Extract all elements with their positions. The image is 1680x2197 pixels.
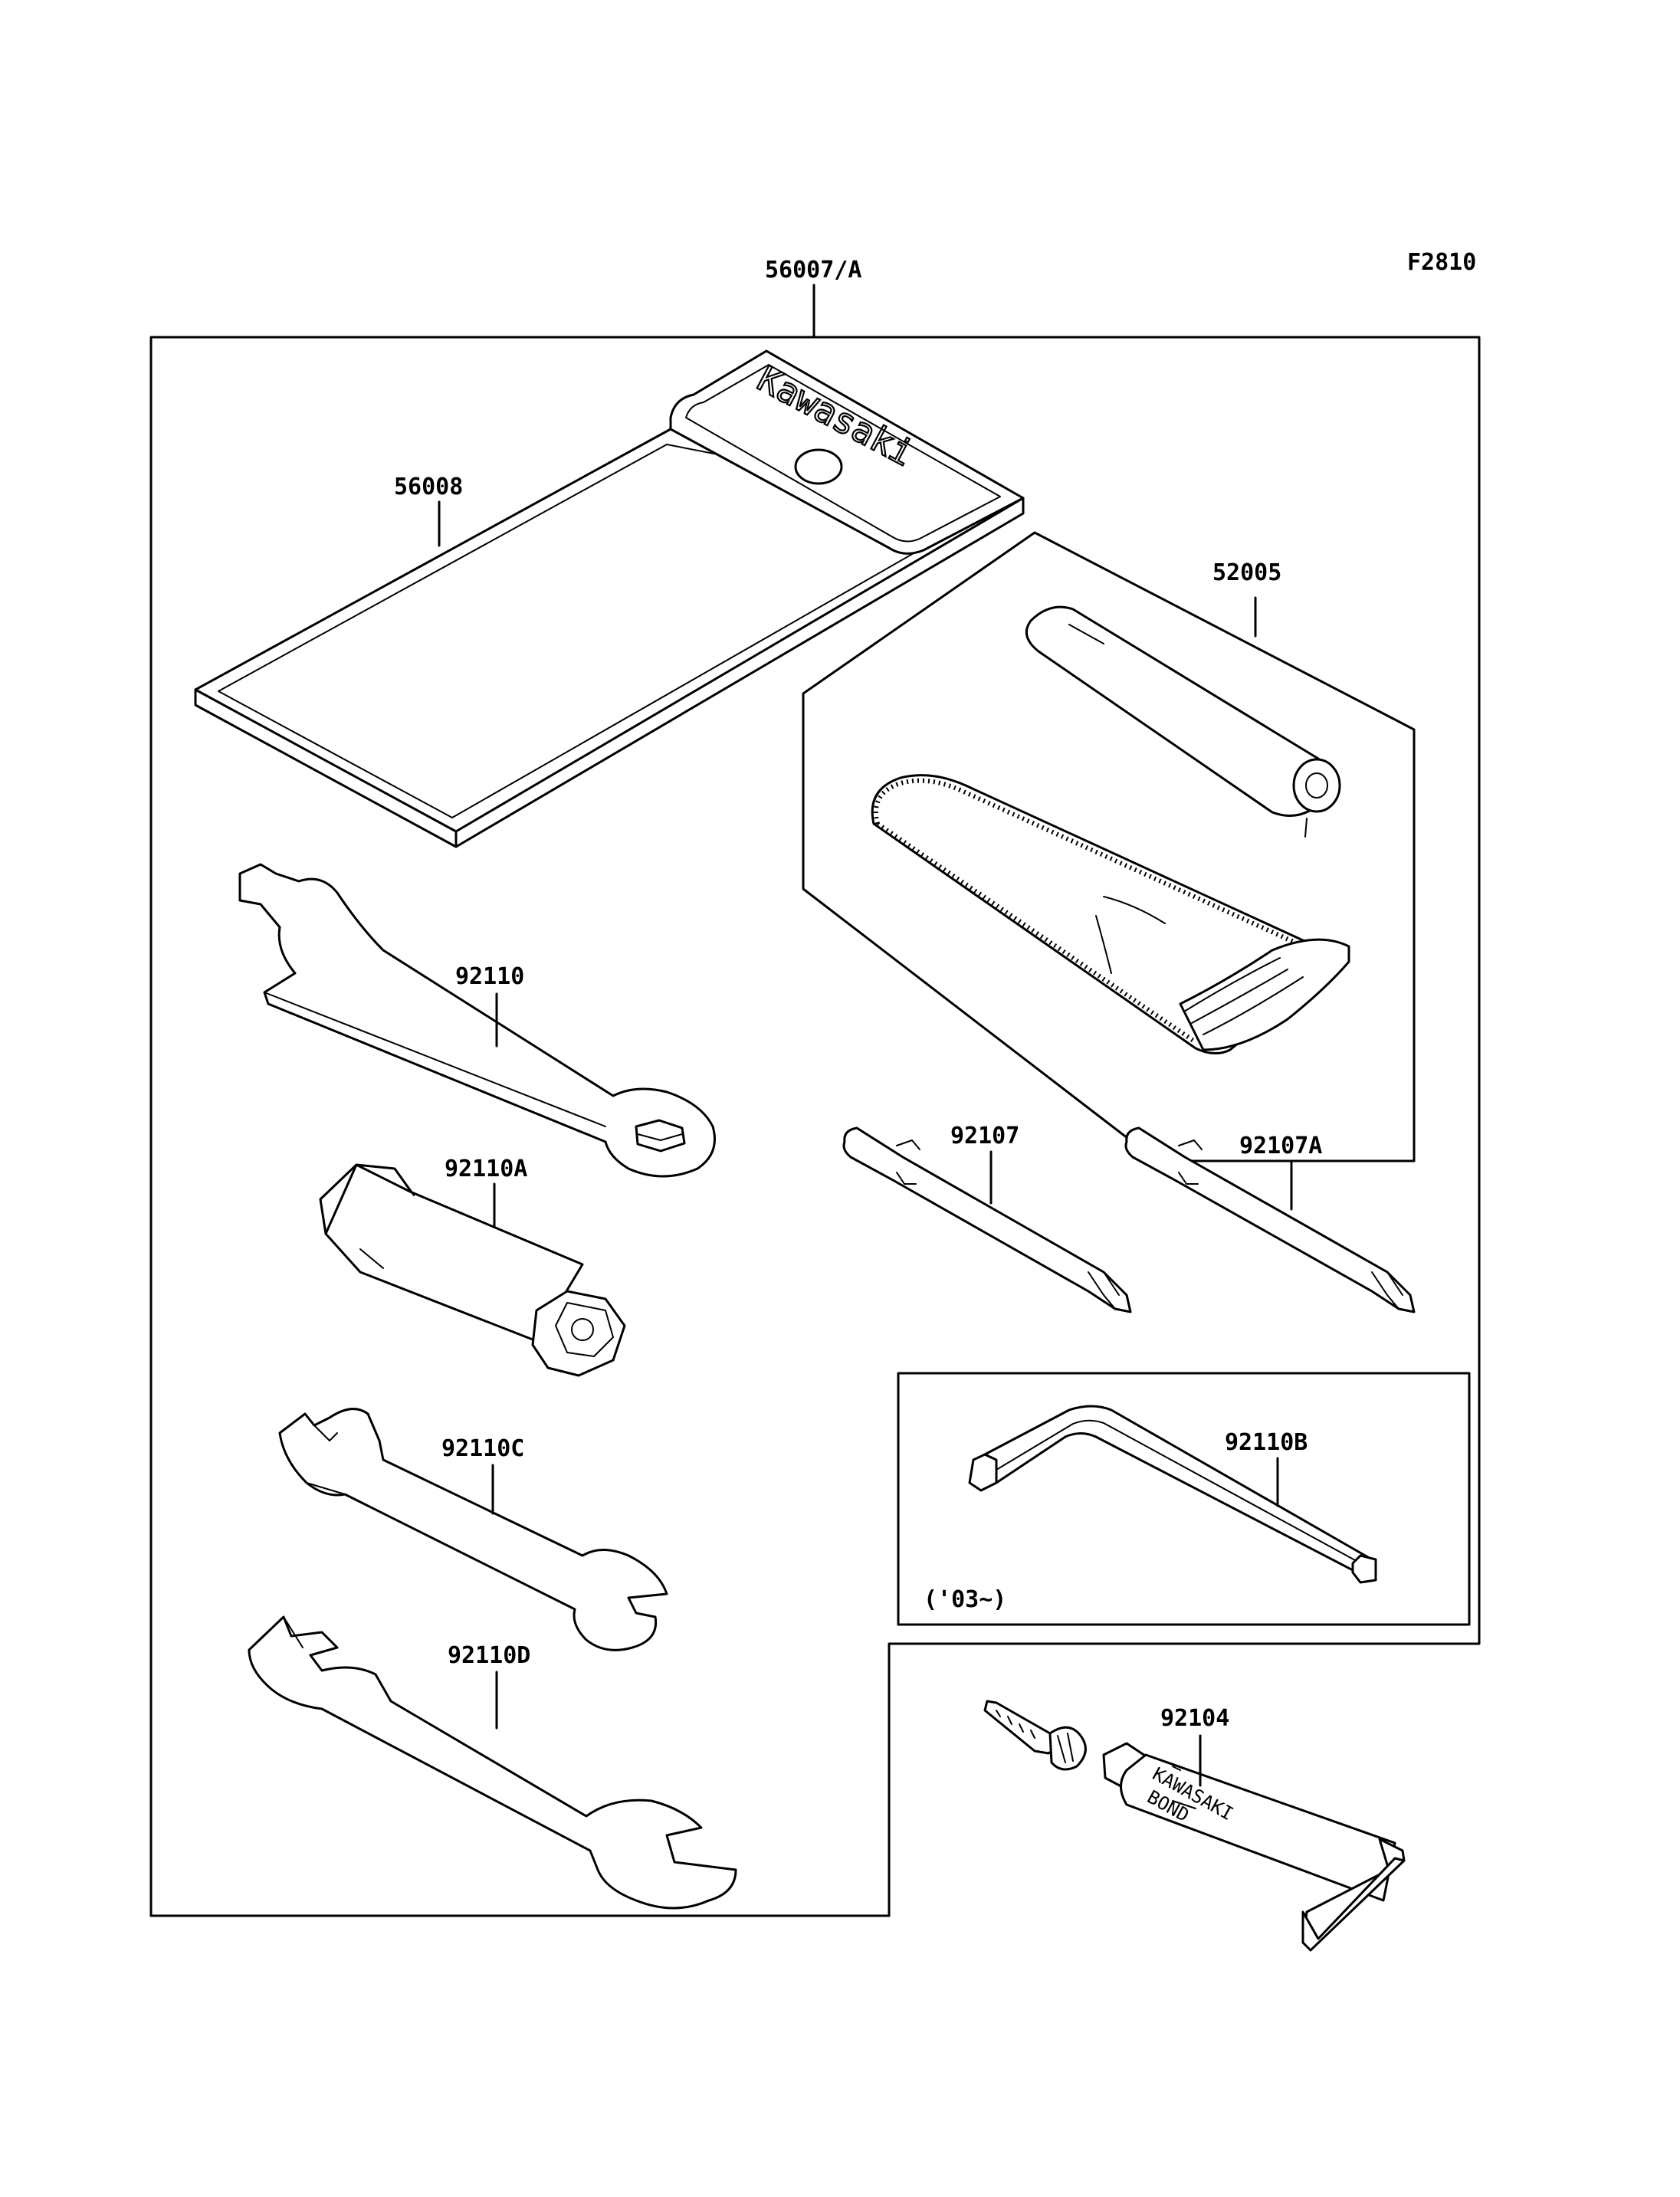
bond-tube[interactable]: KAWASAKI BOND xyxy=(983,1700,1406,1952)
label-56008: 56008 xyxy=(394,474,463,500)
tool-pouch[interactable]: Kawasaki xyxy=(194,349,1025,848)
label-92110D: 92110D xyxy=(448,1642,530,1669)
kit-label: 56007/A xyxy=(765,257,861,284)
label-52005: 52005 xyxy=(1212,559,1281,586)
figure-code: F2810 xyxy=(1407,249,1476,276)
spark-plug-socket[interactable] xyxy=(319,1163,626,1377)
label-92107: 92107 xyxy=(950,1123,1019,1149)
screwdriver-bit-92107A[interactable] xyxy=(1124,1126,1416,1313)
label-92104: 92104 xyxy=(1160,1705,1229,1732)
applicability-note: ('03~) xyxy=(924,1586,1006,1613)
open-end-wrench-large[interactable] xyxy=(248,1615,737,1910)
label-92110B: 92110B xyxy=(1225,1429,1308,1456)
label-92107A: 92107A xyxy=(1239,1133,1322,1159)
label-92110C: 92110C xyxy=(441,1435,524,1462)
screwdriver-bit-92107[interactable] xyxy=(842,1126,1132,1313)
kit-frame xyxy=(149,336,1481,1917)
hex-key[interactable] xyxy=(968,1405,1377,1584)
label-92110A: 92110A xyxy=(445,1156,527,1182)
tire-repair-kit[interactable] xyxy=(871,605,1350,1054)
label-92110: 92110 xyxy=(455,963,524,990)
hook-wrench[interactable] xyxy=(238,863,716,1178)
open-end-wrench-small[interactable] xyxy=(278,1408,668,1651)
repair-kit-frame xyxy=(802,531,1416,1162)
hex-key-frame xyxy=(897,1372,1471,1626)
